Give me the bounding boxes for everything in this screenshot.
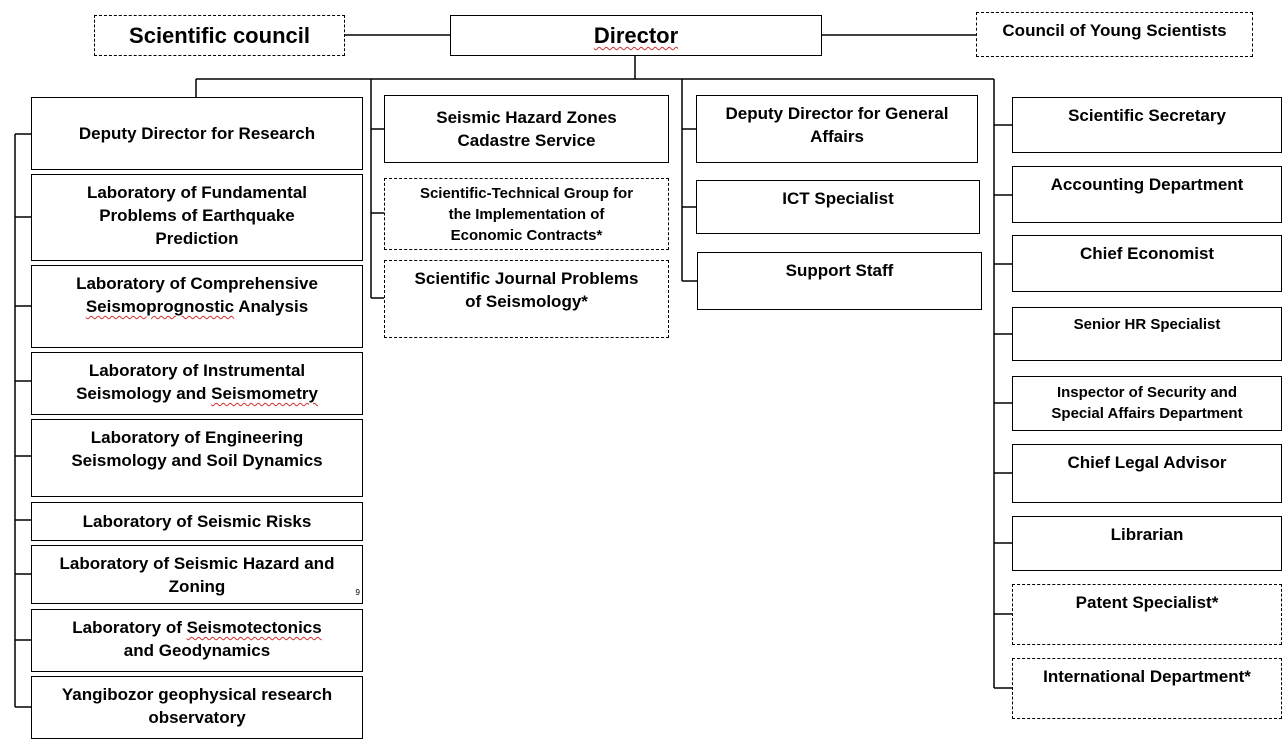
security-inspector-box: Inspector of Security and Special Affair…: [1012, 376, 1282, 431]
lab-tectonics-word: Seismotectonics: [186, 618, 322, 637]
accounting-department-label: Accounting Department: [1050, 175, 1244, 194]
lab-seismotectonics-label: Laboratory of Seismotectonics and Geodyna…: [72, 616, 321, 662]
scientific-journal-label: Scientific Journal Problems of Seismolog…: [414, 269, 639, 311]
lab-seismotectonics-box: Laboratory of Seismotectonics and Geodyna…: [31, 609, 363, 672]
librarian-label: Librarian: [1110, 525, 1184, 544]
lab-engineering-seismology-box: Laboratory of Engineering Seismology and…: [31, 419, 363, 497]
international-department-label: International Department*: [1043, 667, 1251, 686]
lab-fundamental-problems-box: Laboratory of Fundamental Problems of Ea…: [31, 174, 363, 261]
lab-seismic-risks-label: Laboratory of Seismic Risks: [82, 512, 312, 531]
chief-legal-advisor-box: Chief Legal Advisor: [1012, 444, 1282, 503]
lab-instrumental-line1: Laboratory of Instrumental: [88, 361, 306, 380]
footnote-mark: 9: [355, 588, 360, 597]
chief-economist-box: Chief Economist: [1012, 235, 1282, 292]
director-label: Director: [593, 23, 679, 48]
council-young-scientists-label: Council of Young Scientists: [1002, 21, 1227, 40]
lab-seismic-risks-box: Laboratory of Seismic Risks: [31, 502, 363, 541]
senior-hr-specialist-label: Senior HR Specialist: [1073, 316, 1221, 333]
patent-specialist-label: Patent Specialist*: [1075, 593, 1219, 612]
lab-instrumental-word: Seismometry: [211, 384, 318, 403]
international-department-box: International Department*: [1012, 658, 1282, 719]
director-box: Director: [450, 15, 822, 56]
patent-specialist-box: Patent Specialist*: [1012, 584, 1282, 645]
lab-seismic-hazard-box: Laboratory of Seismic Hazard and Zoning …: [31, 545, 363, 604]
council-young-scientists-box: Council of Young Scientists: [976, 12, 1253, 57]
deputy-director-general-label: Deputy Director for General Affairs: [725, 104, 949, 146]
librarian-box: Librarian: [1012, 516, 1282, 571]
scientific-secretary-box: Scientific Secretary: [1012, 97, 1282, 153]
lab-comprehensive-tail: Analysis: [234, 297, 309, 316]
scientific-secretary-label: Scientific Secretary: [1068, 106, 1226, 125]
deputy-director-research-box: Deputy Director for Research: [31, 97, 363, 170]
lab-tectonics-head: Laboratory of: [72, 618, 187, 637]
observatory-box: Yangibozor geophysical research observat…: [31, 676, 363, 739]
sci-tech-group-label: Scientific-Technical Group for the Imple…: [419, 184, 634, 244]
lab-comprehensive-word: Seismoprognostic: [85, 297, 235, 316]
lab-instrumental-head: Seismology and: [76, 384, 212, 403]
lab-comprehensive-line1: Laboratory of Comprehensive: [76, 274, 318, 293]
chief-legal-advisor-label: Chief Legal Advisor: [1067, 453, 1227, 472]
support-staff-box: Support Staff: [697, 252, 982, 310]
deputy-director-research-label: Deputy Director for Research: [78, 124, 316, 143]
scientific-council-box: Scientific council: [94, 15, 345, 56]
lab-seismic-hazard-label: Laboratory of Seismic Hazard and Zoning: [59, 554, 335, 596]
lab-fundamental-problems-label: Laboratory of Fundamental Problems of Ea…: [86, 183, 308, 248]
lab-engineering-seismology-label: Laboratory of Engineering Seismology and…: [71, 428, 323, 470]
cadastre-service-label: Seismic Hazard Zones Cadastre Service: [436, 108, 617, 150]
senior-hr-specialist-box: Senior HR Specialist: [1012, 307, 1282, 361]
ict-specialist-label: ICT Specialist: [782, 189, 894, 208]
cadastre-service-box: Seismic Hazard Zones Cadastre Service: [384, 95, 669, 163]
observatory-label: Yangibozor geophysical research observat…: [61, 685, 333, 727]
scientific-council-label: Scientific council: [129, 23, 310, 48]
lab-tectonics-line2: and Geodynamics: [123, 641, 271, 660]
accounting-department-box: Accounting Department: [1012, 166, 1282, 223]
ict-specialist-box: ICT Specialist: [696, 180, 980, 234]
deputy-director-general-box: Deputy Director for General Affairs: [696, 95, 978, 163]
support-staff-label: Support Staff: [785, 261, 894, 280]
security-inspector-label: Inspector of Security and Special Affair…: [1051, 384, 1243, 422]
sci-tech-group-box: Scientific-Technical Group for the Imple…: [384, 178, 669, 250]
chief-economist-label: Chief Economist: [1079, 244, 1215, 263]
scientific-journal-box: Scientific Journal Problems of Seismolog…: [384, 260, 669, 338]
